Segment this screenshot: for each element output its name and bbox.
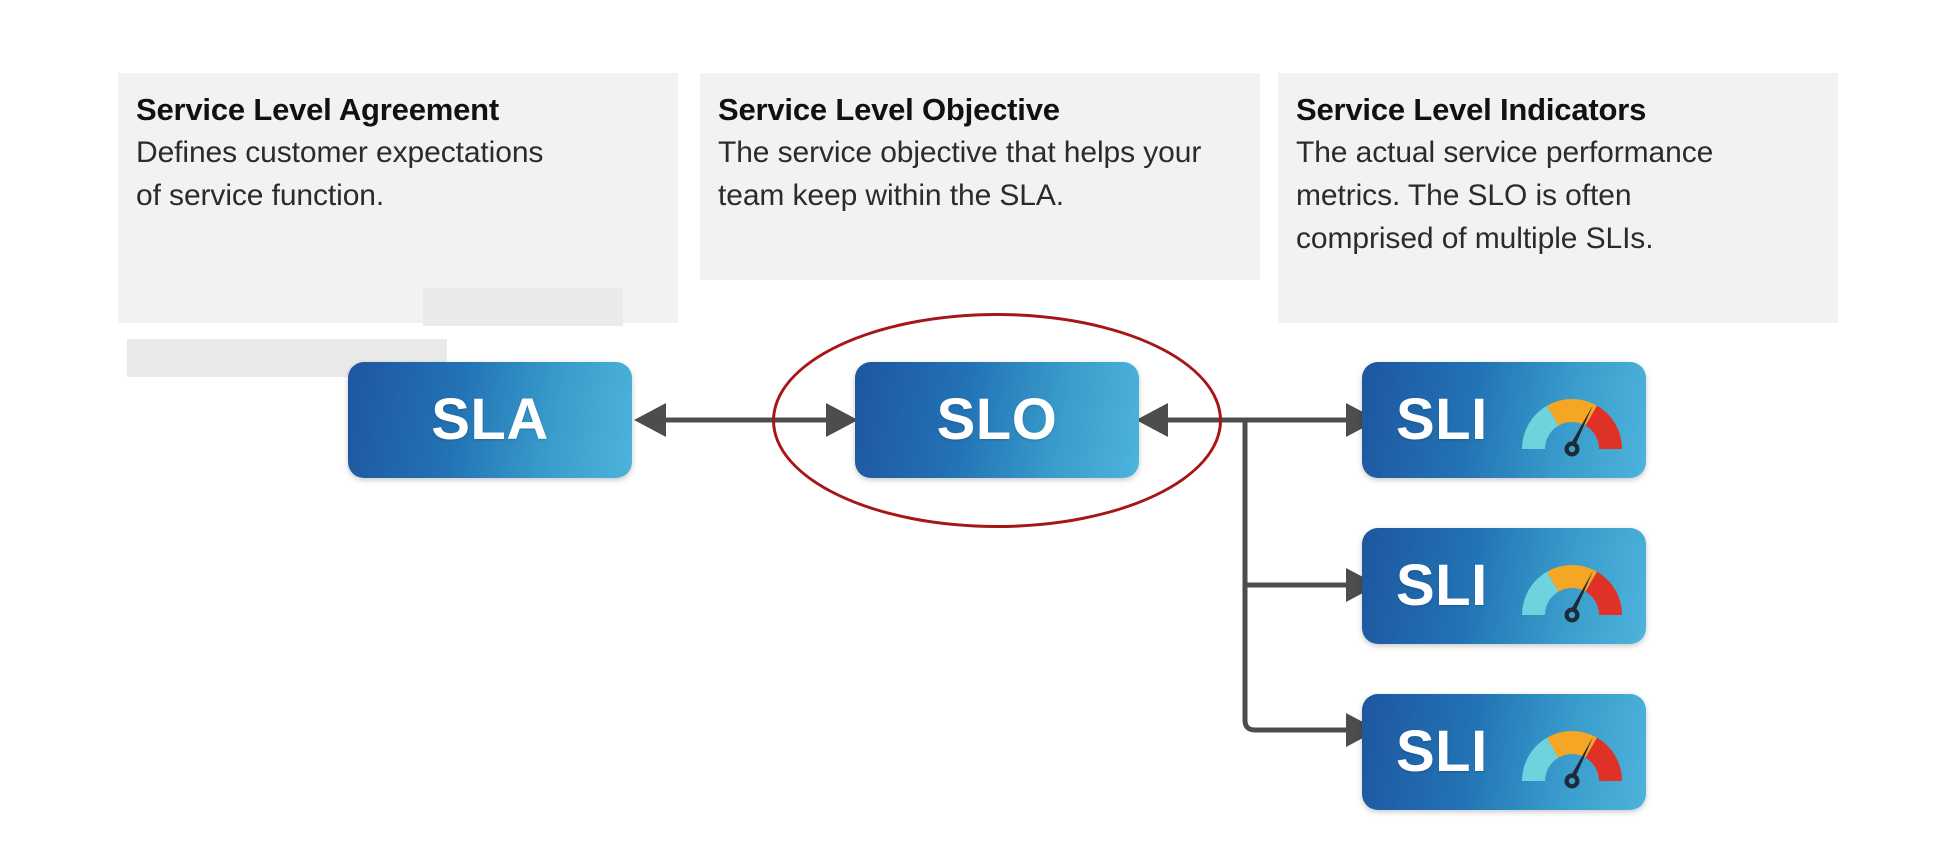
gauge-icon (1514, 715, 1630, 789)
redacted-block-1 (423, 288, 623, 326)
node-sli-1[interactable]: SLI (1362, 362, 1646, 478)
node-label-sli-1: SLI (1396, 387, 1488, 452)
node-label-sla: SLA (431, 387, 549, 452)
card-body-sli: The actual service performance metrics. … (1296, 136, 1714, 255)
node-sli-3[interactable]: SLI (1362, 694, 1646, 810)
node-label-sli-2: SLI (1396, 553, 1488, 618)
card-service-level-indicators: Service Level Indicators The actual serv… (1278, 73, 1838, 323)
node-label-sli-3: SLI (1396, 719, 1488, 784)
node-sli-2[interactable]: SLI (1362, 528, 1646, 644)
gauge-icon (1514, 383, 1630, 457)
card-title-slo: Service Level Objective (718, 92, 1060, 127)
card-title-sla: Service Level Agreement (136, 92, 499, 127)
gauge-icon (1514, 549, 1630, 623)
highlight-ellipse-slo (772, 313, 1222, 528)
card-service-level-agreement: Service Level Agreement Defines customer… (118, 73, 678, 377)
card-body-slo: The service objective that helps your te… (718, 136, 1202, 212)
card-service-level-objective: Service Level Objective The service obje… (700, 73, 1260, 280)
card-body-sla: Defines customer expectations of service… (136, 136, 544, 212)
card-title-sli: Service Level Indicators (1296, 92, 1647, 127)
node-sla[interactable]: SLA (348, 362, 632, 478)
